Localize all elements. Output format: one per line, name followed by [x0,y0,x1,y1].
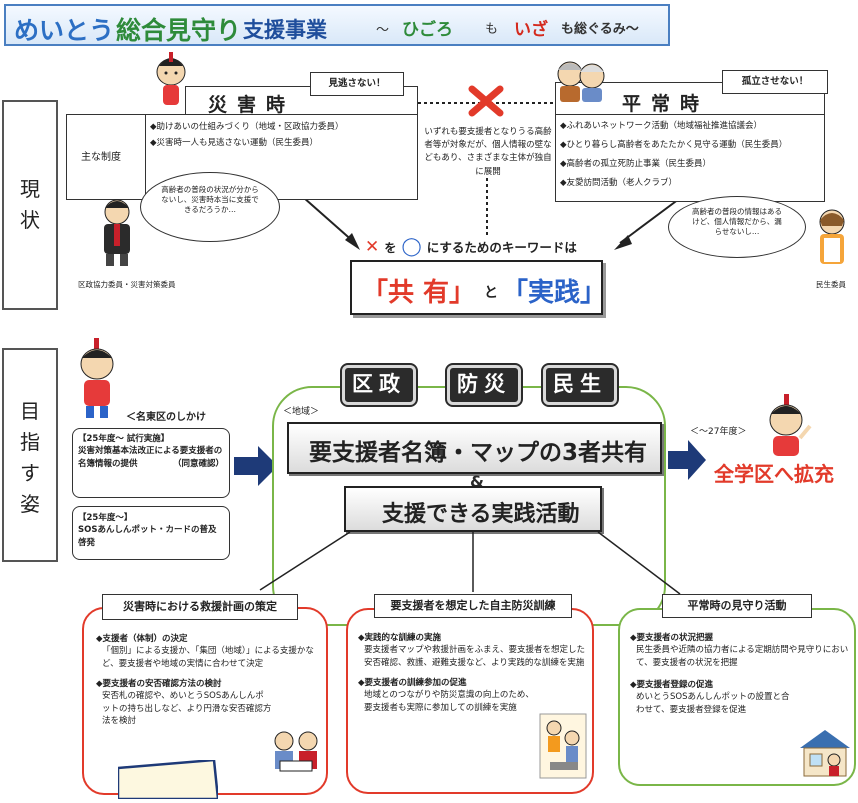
card2-block1-head: ◆実践的な訓練の実施 [358,633,442,643]
house-visit-icon [796,726,854,778]
card1-block2-head: ◆要支援者の安否確認方法の検討 [96,678,222,689]
normal-item-3: ◆高齢者の孤立死防止事業（民生委員） [560,159,712,169]
trial-box: 【25年度～ 試行実施】 災害対策基本法改正による要支援者の名簿情報の提供 （同… [72,428,230,498]
practice-text: 支援できる実践活動 [382,502,580,527]
card2-title: 要支援者を想定した自主防災訓練 [374,594,572,618]
share-box: 要支援者名簿・マップの3者共有 [287,422,662,474]
card1-block1-head: ◆支援者（体制）の決定 [96,634,188,644]
practice-box: 支援できる実践活動 [344,486,602,532]
card3-block2-head: ◆要支援者登録の促進 [630,679,714,690]
card2-block2-body: 地域とのつながりや防災意識の向上のため、要支援者も実際に参加しての訓練を実施 [364,690,534,713]
right-person-caption: 民生委員 [816,280,846,289]
normal-time-heading: 平常時 [622,93,710,115]
disaster-time-heading: 災害時 [208,94,296,116]
trial-box-header: 【25年度～ 試行実施】 [78,434,170,444]
mascot-pointing-icon [72,338,122,420]
disaster-item-2: ◆災害時一人も見逃さない運動（民生委員） [150,138,319,148]
title-shien-jigyou: 支援事業 [243,18,327,42]
keyword-box: 「共 有」 と 「実践」 [350,260,607,315]
card-watch: ◆要支援者の状況把握 民生委員や近隣の協力者による定期訪問や見守りにおいて、要支… [618,608,856,786]
card-rescue-plan: ◆支援者（体制）の決定 「個別」による支援か、「集団（地域）」による支援かなど、… [82,607,328,795]
mismatch-x-icon [468,85,504,117]
keyword-circle-icon: ◯ [401,236,422,257]
disaster-item-1: ◆助けあいの仕組みづくり（地域・区政協力委員） [150,122,344,132]
card3-block2-body: めいとうSOSあんしんポットの設置と合わせて、要支援者登録を促進 [636,692,790,715]
subtitle-suffix: も総ぐるみ～ [561,22,639,37]
disaster-callout: 見逃さない！ [310,72,404,96]
card2-block2-head: ◆要支援者の訓練参加の促進 [358,677,467,688]
normal-item-4: ◆友愛訪問活動（老人クラブ） [560,178,678,188]
trial-box-note: （同意確認） [172,458,224,469]
card1-block1-body: 「個別」による支援か、「集団（地域）」による支援かなど、要支援者や地域の実情に合… [102,646,314,669]
normal-item-1: ◆ふれあいネットワーク活動（地域福祉推進協議会） [560,121,763,131]
subtitle-mo: も [485,22,499,37]
card-drill: ◆実践的な訓練の実施 要支援者マップや救援計画をふまえ、要支援者を想定した安否確… [346,608,594,794]
slide-pointer-shape [116,758,220,801]
main-system-label: 主な制度 [81,152,121,163]
card2-block1-body: 要支援者マップや救援計画をふまえ、要支援者を想定した安否確認、救護、避難支援など… [364,645,586,668]
title-sougou-mimamori: 総合見守り [116,16,242,45]
main-system-label-cell: 主な制度 [67,115,146,201]
keyword-share: 「共 有」 [362,278,476,308]
subtitle-hikoro: ひごろ [402,20,453,40]
trial-box-text: 災害対策基本法改正による要支援者の名簿情報の提供 [78,446,223,469]
welfare-commissioner-icon [812,206,852,268]
elderly-couple-icon [552,54,612,104]
goal-label-char-3: す [20,461,40,485]
keyword-wo: を [384,241,397,255]
keyword-key-text: にするためのキーワードは [426,240,577,255]
keyword-practice: 「実践」 [502,278,607,308]
center-note: いずれも要支援者となりうる高齢者等が対象だが、個人情報の壁などもあり、さまざまな… [424,127,552,177]
goal-label-char-2: 指 [20,430,40,454]
org-tab-minsei: 民生 [541,363,619,407]
title-meitou: めいとう [14,16,115,45]
expand-label: 全学区へ拡充 [714,462,834,486]
committee-member-icon [96,196,138,268]
org-tab-kusei: 区政 [340,363,418,407]
mascot-icon [149,52,193,110]
card1-title: 災害時における救援計画の策定 [102,594,298,620]
keyword-x-icon: ✕ [365,237,380,257]
card1-block2-body: 安否札の確認や、めいとうSOSあんしんポットの持ち出しなど、より円滑な安否確認方… [102,691,272,726]
left-person-caption: 区政協力委員・災害対策委員 [78,280,176,289]
current-state-side-label: 現 状 [2,100,58,310]
current-label-char-1: 現 [20,177,40,201]
shikake-caption: ＜名東区のしかけ [126,412,206,423]
mascot-cheer-icon [760,394,812,460]
year-label: ＜～27年度＞ [690,427,747,437]
left-flow-arrow [234,446,278,486]
goal-label-char-4: 姿 [20,492,40,516]
goal-side-label: 目 指 す 姿 [2,348,58,562]
goal-label-char-1: 目 [20,399,40,423]
subtitle-iza: いざ [514,20,548,40]
planning-people-icon [270,729,322,773]
region-label: ＜地域＞ [283,407,320,417]
sos-box-text: SOSあんしんポット・カードの普及啓発 [78,525,217,548]
sos-box: 【25年度～】 SOSあんしんポット・カードの普及啓発 [72,506,230,560]
normal-item-2: ◆ひとり暮らし高齢者をあたたかく見守る運動（民生委員） [560,140,788,150]
subtitle-prefix: ～ [376,23,390,38]
right-flow-arrow [668,440,706,480]
sos-box-header: 【25年度～】 [78,513,133,523]
org-tab-bousai: 防災 [445,363,523,407]
right-thought-bubble: 高齢者の普段の情報はあるけど、個人情報だから、漏らせないし… [668,196,806,258]
keyword-to: と [484,285,498,301]
left-thought-bubble: 高齢者の普段の状況が分からないし、災害時本当に支援できるだろうか… [140,172,280,242]
card3-block1-head: ◆要支援者の状況把握 [630,633,714,643]
drill-scene-icon [536,704,590,784]
title-banner: めいとう 総合見守り 支援事業 ～ ひごろ も いざ も総ぐるみ～ [4,4,670,46]
keyword-intro: ✕ を ◯ にするためのキーワードは [365,236,577,257]
normal-items-box: ◆ふれあいネットワーク活動（地域福祉推進協議会） ◆ひとり暮らし高齢者をあたたか… [555,114,825,202]
share-text: 要支援者名簿・マップの3者共有 [309,440,648,466]
card3-block1-body: 民生委員や近隣の協力者による定期訪問や見守りにおいて、要支援者の状況を把握 [636,645,849,668]
current-label-char-2: 状 [20,208,40,232]
normal-callout: 孤立させない！ [722,70,828,94]
card3-title: 平常時の見守り活動 [662,594,812,618]
